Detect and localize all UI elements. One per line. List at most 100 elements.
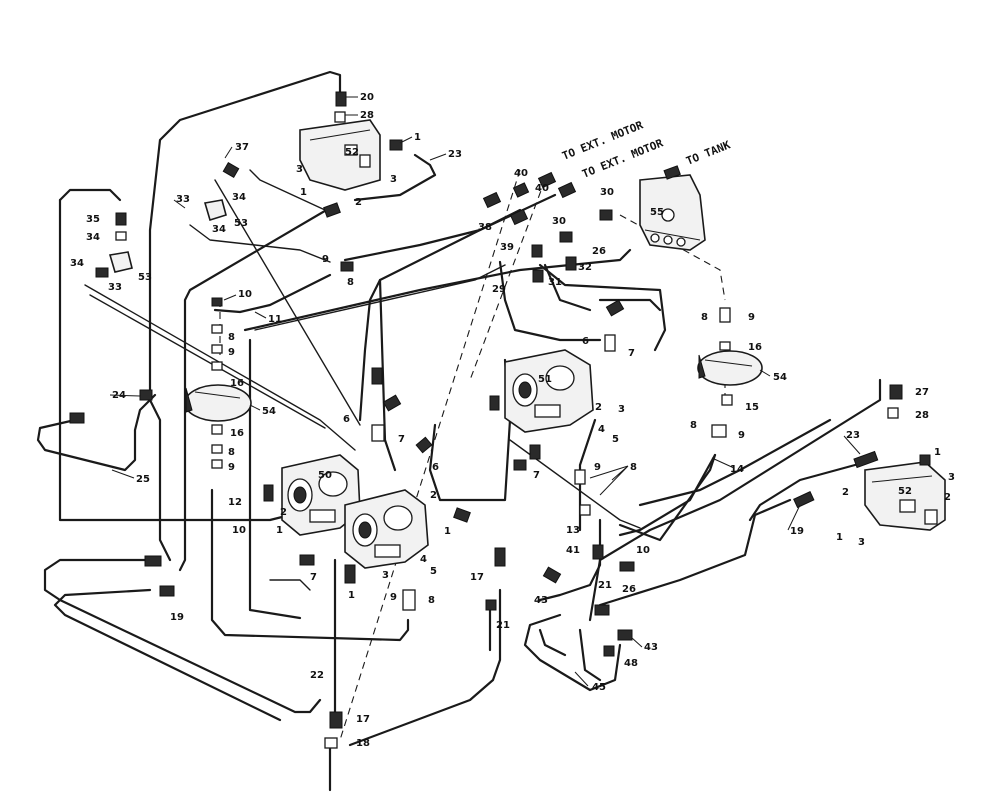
callout-21: 21	[496, 620, 510, 631]
callout-9: 9	[322, 254, 329, 265]
callout-15: 15	[745, 402, 759, 413]
callout-1: 1	[300, 187, 307, 198]
callout-23: 23	[448, 149, 462, 160]
pump-51	[504, 349, 594, 433]
callout-53: 53	[138, 272, 152, 283]
callout-25: 25	[136, 474, 150, 485]
callout-16: 16	[230, 428, 244, 439]
callout-2: 2	[355, 197, 362, 208]
callout-22: 22	[310, 670, 324, 681]
callout-55: 55	[650, 207, 664, 218]
callout-18: 18	[356, 738, 370, 749]
filter-54-left	[184, 384, 252, 422]
manifold-55	[639, 174, 706, 251]
valve-block-52-right	[864, 461, 946, 531]
callout-5: 5	[612, 434, 619, 445]
callout-6: 6	[432, 462, 439, 473]
callout-2: 2	[280, 507, 287, 518]
callout-27: 27	[915, 387, 929, 398]
callout-11: 11	[268, 314, 282, 325]
callout-3: 3	[382, 570, 389, 581]
callout-1: 1	[836, 532, 843, 543]
callout-labels: 20 28 1 23 52 3 3 1 2 37 34 53 33 34 35 …	[70, 92, 955, 749]
callout-23: 23	[846, 430, 860, 441]
callout-8: 8	[701, 312, 708, 323]
callout-12: 12	[228, 497, 242, 508]
callout-16: 16	[748, 342, 762, 353]
callout-28: 28	[915, 410, 929, 421]
callout-54: 54	[773, 372, 787, 383]
callout-4: 4	[420, 554, 427, 565]
callout-9: 9	[594, 462, 601, 473]
valve-block-53-left	[108, 251, 133, 273]
pump-50-left	[281, 454, 361, 536]
note-to-tank: TO TANK	[684, 138, 732, 168]
callout-13: 13	[566, 525, 580, 536]
callout-8: 8	[690, 420, 697, 431]
callout-8: 8	[228, 332, 235, 343]
callout-1: 1	[934, 447, 941, 458]
callout-45: 45	[592, 682, 606, 693]
callout-9: 9	[748, 312, 755, 323]
callout-53: 53	[234, 218, 248, 229]
callout-54: 54	[262, 406, 276, 417]
callout-7: 7	[310, 572, 317, 583]
callout-3: 3	[390, 174, 397, 185]
callout-9: 9	[228, 462, 235, 473]
callout-43: 43	[644, 642, 658, 653]
callout-8: 8	[428, 595, 435, 606]
callout-1: 1	[348, 590, 355, 601]
callout-3: 3	[948, 472, 955, 483]
callout-16: 16	[230, 378, 244, 389]
callout-30: 30	[600, 187, 614, 198]
callout-35: 35	[86, 214, 100, 225]
callout-26: 26	[592, 246, 606, 257]
callout-3: 3	[618, 404, 625, 415]
callout-39: 39	[500, 242, 514, 253]
callout-37: 37	[235, 142, 249, 153]
callout-8: 8	[630, 462, 637, 473]
callout-31: 31	[548, 277, 562, 288]
callout-9: 9	[738, 430, 745, 441]
callout-43: 43	[534, 595, 548, 606]
callout-2: 2	[430, 490, 437, 501]
callout-34: 34	[232, 192, 246, 203]
callout-34: 34	[212, 224, 226, 235]
callout-26: 26	[622, 584, 636, 595]
callout-34: 34	[70, 258, 84, 269]
callout-19: 19	[790, 526, 804, 537]
dashed-lines	[219, 169, 726, 741]
callout-51: 51	[538, 374, 552, 385]
callout-1: 1	[414, 132, 421, 143]
callout-41: 41	[566, 545, 580, 556]
callout-40: 40	[535, 183, 549, 194]
valve-block-53-upper	[203, 199, 227, 222]
callout-33: 33	[176, 194, 190, 205]
callout-9: 9	[228, 347, 235, 358]
callout-5: 5	[430, 566, 437, 577]
callout-21: 21	[598, 580, 612, 591]
callout-7: 7	[628, 348, 635, 359]
callout-14: 14	[730, 464, 744, 475]
callout-50: 50	[318, 470, 332, 481]
callout-1: 1	[444, 526, 451, 537]
callout-28: 28	[360, 110, 374, 121]
leader-lines	[109, 96, 861, 687]
callout-10: 10	[636, 545, 650, 556]
callout-3: 3	[296, 164, 303, 175]
pump-50-right	[344, 489, 429, 569]
callout-8: 8	[347, 277, 354, 288]
callout-29: 29	[492, 284, 506, 295]
callout-34: 34	[86, 232, 100, 243]
callout-2: 2	[595, 402, 602, 413]
callout-33: 33	[108, 282, 122, 293]
annotations: TO EXT. MOTOR TO EXT. MOTOR TO TANK	[560, 118, 732, 180]
callout-32: 32	[578, 262, 592, 273]
callout-52: 52	[345, 147, 359, 158]
callout-9: 9	[390, 592, 397, 603]
callout-30: 30	[552, 216, 566, 227]
callout-3: 3	[858, 537, 865, 548]
callout-1: 1	[276, 525, 283, 536]
callout-40: 40	[514, 168, 528, 179]
